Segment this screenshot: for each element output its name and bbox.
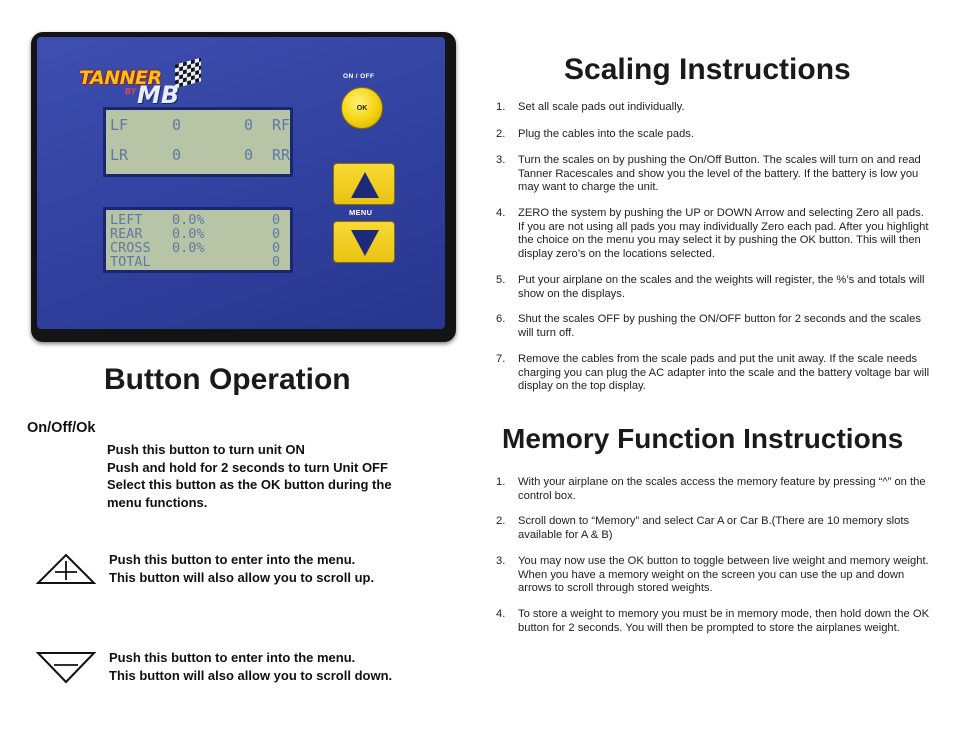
brand-mb: MB: [137, 81, 180, 109]
onoff-heading: On/Off/Ok: [27, 420, 96, 436]
item-text: Put your airplane on the scales and the …: [518, 274, 925, 300]
lcd-value-lf: 0: [172, 116, 182, 134]
description-line: Push and hold for 2 seconds to turn Unit…: [107, 459, 388, 475]
down-arrow-icon: [351, 230, 379, 256]
item-number: 6.: [496, 313, 506, 325]
scaling-title: Scaling Instructions: [564, 53, 851, 86]
brand-by: BY: [125, 87, 137, 96]
lcd-label-rf: RF: [272, 116, 291, 134]
lcd-pct: 0.0%: [172, 226, 205, 242]
ok-button: OK: [341, 87, 383, 129]
onoff-description: Push this button to turn unit ON Push an…: [107, 441, 392, 511]
item-number: 3.: [496, 154, 506, 166]
lcd-value: 0: [272, 212, 281, 228]
item-number: 5.: [496, 274, 506, 286]
item-number: 1.: [496, 101, 506, 113]
lcd-label-rr: RR: [272, 146, 291, 164]
description-line: This button will also allow you to scrol…: [109, 667, 393, 683]
item-text: To store a weight to memory you must be …: [518, 608, 930, 634]
down-arrow-button: [333, 221, 395, 263]
lcd-pct: 0.0%: [172, 212, 205, 228]
on-off-label: ON / OFF: [343, 73, 375, 80]
menu-label: MENU: [349, 208, 373, 217]
lcd-corner-weights: LF 0 0 RF LR 0 0 RR: [103, 107, 293, 177]
item-number: 7.: [496, 353, 506, 365]
item-text: Set all scale pads out individually.: [518, 101, 685, 113]
item-text: Turn the scales on by pushing the On/Off…: [518, 154, 921, 193]
lcd-label: CROSS: [110, 240, 151, 256]
description-line: Push this button to turn unit ON: [107, 442, 305, 457]
button-operation-title: Button Operation: [104, 363, 351, 396]
lcd-pct: 0.0%: [172, 240, 205, 256]
lcd-label: TOTAL: [110, 254, 151, 270]
lcd-label: LEFT: [110, 212, 143, 228]
lcd-value-rr: 0: [244, 146, 254, 164]
down-button-description: Push this button to enter into the menu.…: [109, 649, 392, 684]
lcd-label-lf: LF: [110, 116, 129, 134]
lcd-value-lr: 0: [172, 146, 182, 164]
up-arrow-icon: [351, 172, 379, 198]
description-line: Push this button to enter into the menu.: [109, 650, 356, 665]
item-number: 4.: [496, 608, 506, 620]
lcd-value-rf: 0: [244, 116, 254, 134]
up-button-description: Push this button to enter into the menu.…: [109, 551, 374, 586]
description-line: This button will also allow you to scrol…: [109, 569, 375, 585]
description-line: Push this button to enter into the menu.: [109, 552, 356, 567]
item-text: Plug the cables into the scale pads.: [518, 128, 695, 140]
item-text: Scroll down to “Memory” and select Car A…: [518, 515, 910, 541]
item-number: 4.: [496, 207, 506, 219]
lcd-value: 0: [272, 226, 281, 242]
item-text: You may now use the OK button to toggle …: [518, 555, 929, 594]
controller-face: TANNER BY MB BUTLER BROTHERS MACHINE & T…: [37, 37, 445, 329]
item-text: With your airplane on the scales access …: [518, 476, 926, 502]
lcd-percentages: LEFT 0.0% 0 REAR 0.0% 0 CROSS 0.0% 0 TOT…: [103, 207, 293, 273]
description-line: menu functions.: [107, 494, 208, 510]
lcd-label-lr: LR: [110, 146, 129, 164]
description-line: Select this button as the OK button duri…: [107, 477, 392, 492]
scale-controller-photo: TANNER BY MB BUTLER BROTHERS MACHINE & T…: [31, 32, 456, 342]
item-number: 3.: [496, 555, 506, 567]
item-text: Remove the cables from the scale pads an…: [518, 353, 930, 392]
up-triangle-plus-icon: [36, 553, 96, 584]
item-number: 1.: [496, 476, 506, 488]
brand-tanner: TANNER: [79, 67, 162, 89]
down-triangle-minus-icon: [36, 652, 96, 684]
up-arrow-button: [333, 163, 395, 205]
item-text: Shut the scales OFF by pushing the ON/OF…: [518, 313, 921, 339]
item-number: 2.: [496, 128, 506, 140]
lcd-label: REAR: [110, 226, 143, 242]
memory-title: Memory Function Instructions: [502, 423, 904, 454]
item-text: ZERO the system by pushing the UP or DOW…: [518, 207, 929, 260]
item-number: 2.: [496, 515, 506, 527]
lcd-value: 0: [272, 254, 281, 270]
lcd-value: 0: [272, 240, 281, 256]
